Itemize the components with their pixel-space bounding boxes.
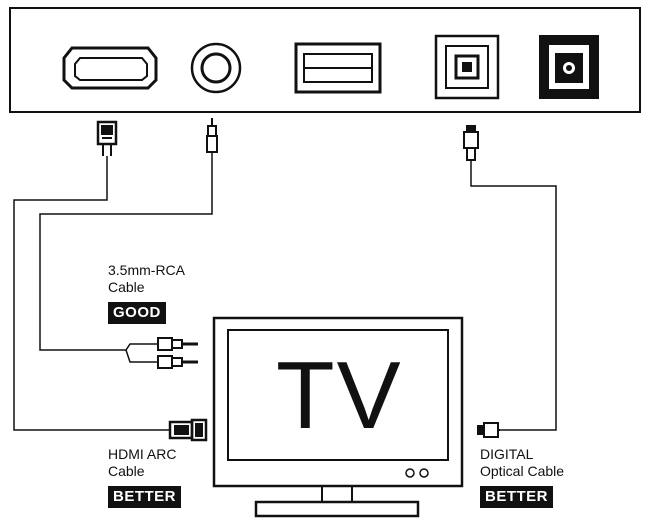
optical-plug-tv-icon	[477, 422, 500, 438]
rca-cable-label-line1: 3.5mm-RCA	[108, 262, 186, 278]
coaxial-port	[539, 35, 599, 99]
optical-port	[434, 34, 500, 100]
tv-illustration	[212, 316, 464, 518]
hdmi-port	[62, 46, 158, 90]
hdmi-plug-top-icon	[96, 120, 118, 156]
optical-cable-label: DIGITAL Optical Cable	[480, 446, 564, 480]
aux-port	[190, 42, 242, 94]
optical-cable-label-line1: DIGITAL	[480, 446, 534, 462]
device-back-panel	[9, 7, 641, 113]
hdmi-cable-line	[13, 156, 170, 431]
hdmi-plug-tv-icon	[168, 418, 208, 442]
rca-cable-line	[39, 152, 213, 351]
hdmi-rating-badge: BETTER	[108, 486, 181, 508]
hdmi-cable-label: HDMI ARC Cable	[108, 446, 176, 480]
rca-cable-label-line2: Cable	[108, 279, 145, 295]
hdmi-cable-label-line2: Cable	[108, 463, 145, 479]
optical-rating-badge: BETTER	[480, 486, 553, 508]
aux-plug-top-icon	[206, 118, 218, 153]
rca-cable-label: 3.5mm-RCA Cable	[108, 262, 185, 296]
tv-label: TV	[276, 342, 403, 449]
optical-plug-top-icon	[463, 125, 479, 161]
rca-rating-badge: GOOD	[108, 302, 166, 324]
hdmi-cable-label-line1: HDMI ARC	[108, 446, 177, 462]
rca-plugs-icon	[120, 337, 198, 369]
optical-cable-line	[470, 160, 557, 431]
optical-cable-label-line2: Optical Cable	[480, 463, 565, 479]
usb-port	[294, 42, 382, 94]
